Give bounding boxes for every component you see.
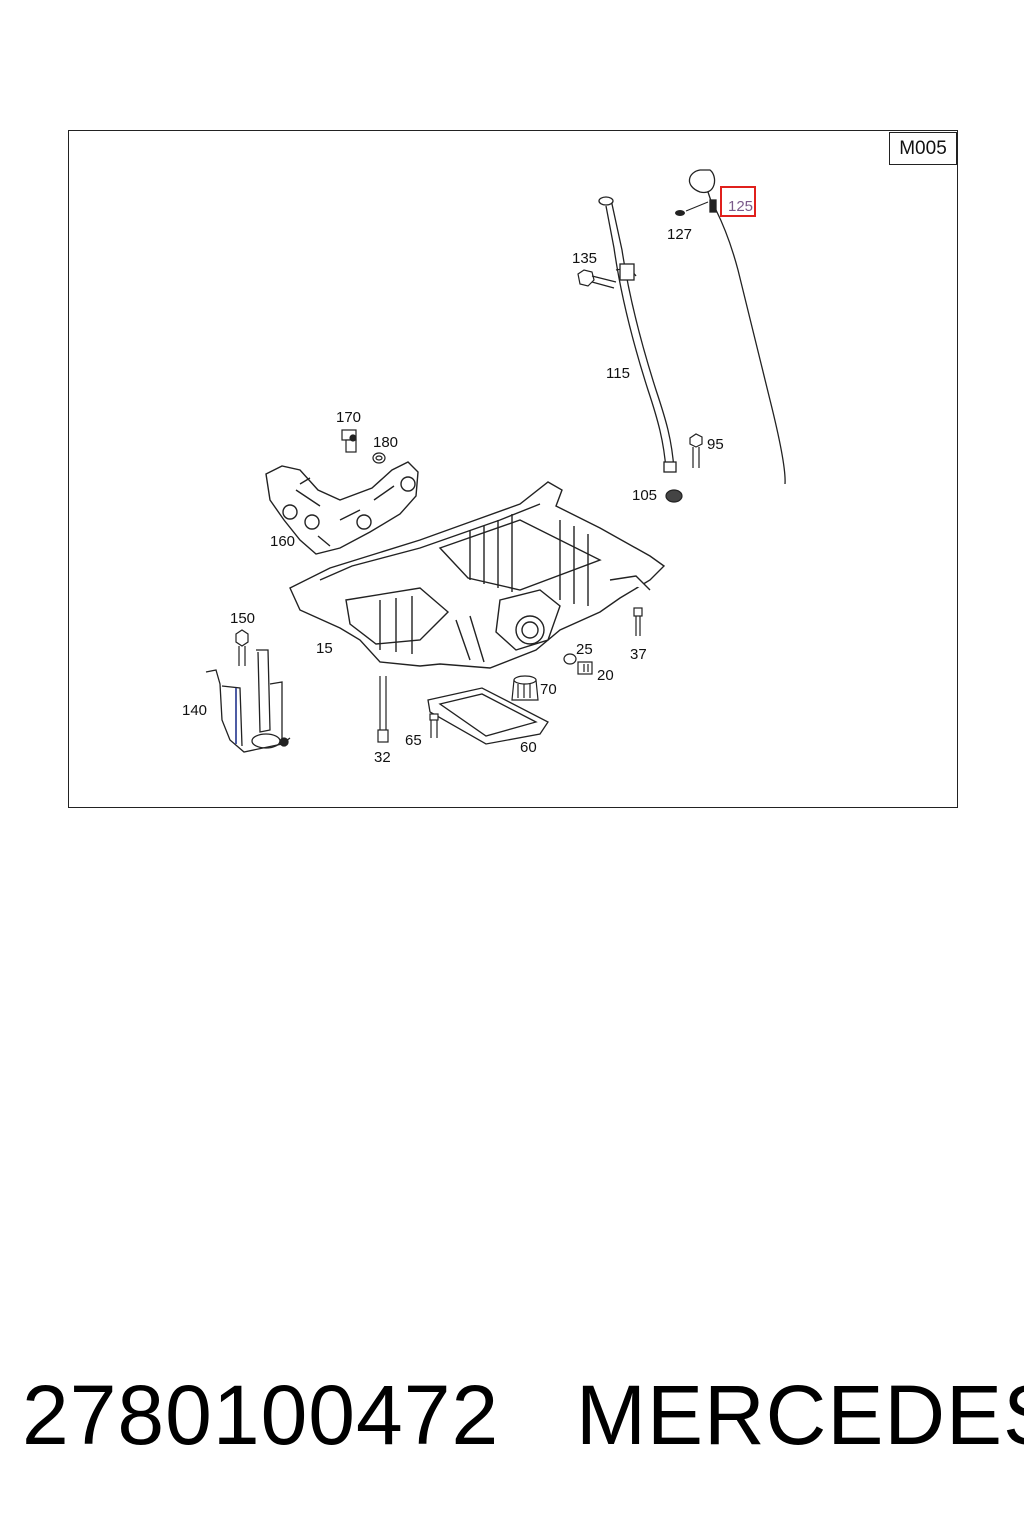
callout-25: 25 xyxy=(576,641,593,658)
bolt-65 xyxy=(429,713,439,738)
part-number: 2780100472 xyxy=(22,1368,500,1462)
callout-115: 115 xyxy=(606,365,630,382)
callout-65: 65 xyxy=(405,732,422,749)
oil-pan-15 xyxy=(289,481,666,669)
callout-105: 105 xyxy=(632,487,657,504)
footer: 2780100472 MERCEDES xyxy=(0,1360,1024,1470)
callout-95: 95 xyxy=(707,436,724,453)
bolt-37 xyxy=(633,607,643,636)
bolt-150 xyxy=(235,629,249,666)
brand-name: MERCEDES xyxy=(576,1368,1024,1462)
bracket-140 xyxy=(205,649,291,753)
callout-170: 170 xyxy=(336,409,361,426)
callout-70: 70 xyxy=(540,681,557,698)
diagram-frame xyxy=(68,130,958,808)
callout-135: 135 xyxy=(572,250,597,267)
callout-150: 150 xyxy=(230,610,255,627)
bracket-160 xyxy=(265,461,419,555)
callout-180: 180 xyxy=(373,434,398,451)
callout-32: 32 xyxy=(374,749,391,766)
plug-105 xyxy=(665,489,683,503)
callout-15: 15 xyxy=(316,640,333,657)
oil-level-sensor-70 xyxy=(511,675,539,701)
o-ring-127 xyxy=(675,201,709,216)
bolt-135 xyxy=(577,269,617,289)
callout-125: 125 xyxy=(728,198,753,215)
cover-60 xyxy=(427,687,549,745)
seal-ring-25 xyxy=(563,653,577,665)
callout-127: 127 xyxy=(667,226,692,243)
diagram-code-label: M005 xyxy=(889,132,957,165)
bolt-95 xyxy=(689,433,703,468)
callout-160: 160 xyxy=(270,533,295,550)
callout-140: 140 xyxy=(182,702,207,719)
bushing-180 xyxy=(372,452,386,464)
callout-20: 20 xyxy=(597,667,614,684)
guide-tube-115 xyxy=(598,196,677,473)
bolt-32 xyxy=(377,676,389,743)
callout-37: 37 xyxy=(630,646,647,663)
highlight-box-125 xyxy=(720,186,756,217)
dipstick-125 xyxy=(688,169,786,485)
callout-60: 60 xyxy=(520,739,537,756)
bolt-170 xyxy=(341,429,357,453)
drain-plug-20 xyxy=(577,661,593,675)
